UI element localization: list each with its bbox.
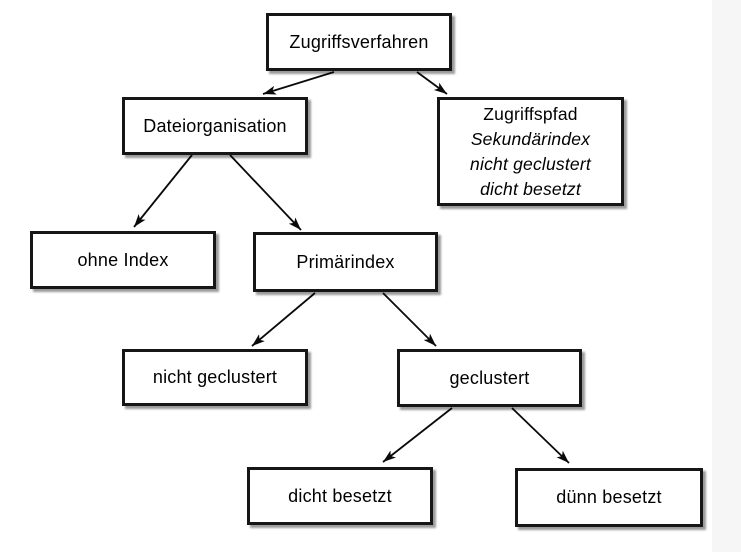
node-duenn-besetzt: dünn besetzt [515, 468, 703, 527]
node-zugriffspfad: Zugriffspfad Sekundärindex nicht geclust… [437, 97, 624, 206]
edge-primaerindex-to-nicht-geclustert [251, 292, 316, 347]
node-zugriffsverfahren: Zugriffsverfahren [266, 13, 452, 71]
node-dicht-besetzt: dicht besetzt [247, 467, 433, 525]
node-zugriffspfad-line-3: nicht geclustert [470, 153, 591, 174]
edge-root-to-zugriffspfad [416, 71, 448, 95]
node-dicht-besetzt-label: dicht besetzt [288, 485, 392, 506]
node-ohne-index-label: ohne Index [77, 249, 169, 270]
node-dateiorganisation: Dateiorganisation [122, 97, 308, 155]
node-duenn-besetzt-label: dünn besetzt [556, 487, 662, 507]
node-geclustert: geclustert [397, 349, 582, 407]
node-zugriffspfad-line-2: Sekundärindex [470, 128, 591, 149]
node-nicht-geclustert: nicht geclustert [122, 349, 308, 406]
node-primaerindex: Primärindex [253, 232, 438, 292]
node-ohne-index: ohne Index [30, 231, 216, 289]
edge-dateiorganisation-to-primaerindex [229, 154, 302, 231]
node-nicht-geclustert-label: nicht geclustert [152, 367, 278, 387]
edge-geclustert-to-dicht-besetzt [382, 407, 453, 463]
node-zugriffspfad-line-4: dicht besetzt [480, 178, 581, 199]
edge-dateiorganisation-to-ohne-index [133, 154, 193, 228]
node-geclustert-label: geclustert [449, 367, 530, 388]
node-zugriffsverfahren-label: Zugriffsverfahren [289, 31, 429, 52]
page-margin-strip [712, 0, 741, 552]
node-dateiorganisation-label: Dateiorganisation [143, 115, 287, 136]
edge-geclustert-to-duenn-besetzt [511, 407, 570, 464]
node-primaerindex-label: Primärindex [296, 251, 395, 272]
node-zugriffspfad-line-1: Zugriffspfad [483, 103, 578, 124]
edge-root-to-dateiorganisation [262, 71, 335, 95]
edge-primaerindex-to-geclustert [382, 292, 437, 347]
